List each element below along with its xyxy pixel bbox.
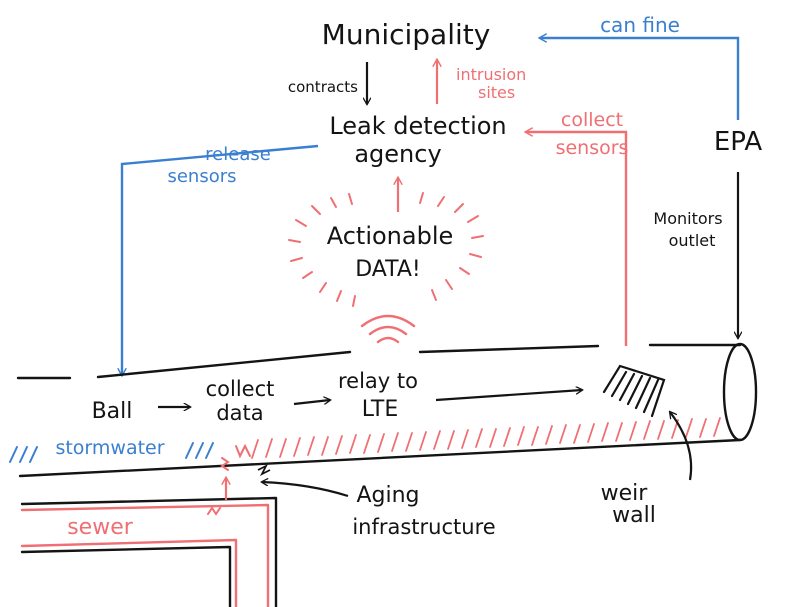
municipality-label: Municipality [322, 18, 491, 51]
actionable-data-label-line1: Actionable [327, 222, 454, 250]
release-sensors-label-line2: sensors [167, 166, 236, 187]
sewer-label: sewer [67, 515, 134, 540]
ball-label: Ball [92, 399, 133, 424]
wireless-signal-icon [360, 314, 416, 344]
stormwater-hatching [9, 442, 214, 463]
aging-crack [257, 463, 271, 477]
weir-wall-label-line1: weir [601, 481, 649, 506]
intrusion-squiggle [207, 443, 251, 516]
intrusion-sites-label-line2: sites [478, 83, 515, 102]
contracts-label: contracts [288, 78, 358, 96]
release-sensors-arrow [122, 144, 319, 375]
aging-infrastructure-pointer [262, 482, 349, 498]
weir-wall-sensor [602, 364, 666, 418]
weir-wall-pointer [670, 412, 693, 481]
collect-sensors-label-line1: collect [561, 109, 623, 131]
actionable-data-burst [288, 192, 484, 307]
weir-wall-label-line2: wall [612, 503, 656, 528]
relay-to-lte-label-line2: LTE [362, 397, 399, 422]
monitors-outlet-label-line2: outlet [669, 231, 716, 250]
sewer-pipe [20, 496, 278, 607]
relay-to-lte-label-line1: relay to [338, 369, 418, 393]
intrusion-sites-label-line1: intrusion [456, 65, 526, 84]
can-fine-label: can fine [600, 13, 680, 37]
collect-data-label-line2: data [216, 401, 263, 425]
stormwater-label: stormwater [55, 437, 164, 459]
collect-sensors-arrow [526, 132, 628, 346]
epa-label: EPA [714, 127, 762, 157]
actionable-data-label-line2: DATA! [355, 257, 421, 282]
release-sensors-label-line1: release [205, 144, 271, 165]
agency-label-line2: agency [354, 140, 441, 168]
storm-pipe [16, 342, 758, 478]
agency-label-line1: Leak detection [329, 112, 506, 140]
can-fine-arrow [540, 38, 740, 120]
collect-sensors-label-line2: sensors [556, 137, 629, 159]
pipe-sediment-hatching [251, 417, 721, 459]
monitors-outlet-label-line1: Monitors [653, 209, 722, 228]
collect-data-label-line1: collect [206, 377, 275, 401]
relay-to-weir-arrow [435, 390, 582, 402]
aging-infrastructure-label-line2: infrastructure [352, 515, 495, 539]
collect-to-relay-arrow [293, 400, 330, 406]
aging-infrastructure-label-line1: Aging [356, 483, 419, 508]
